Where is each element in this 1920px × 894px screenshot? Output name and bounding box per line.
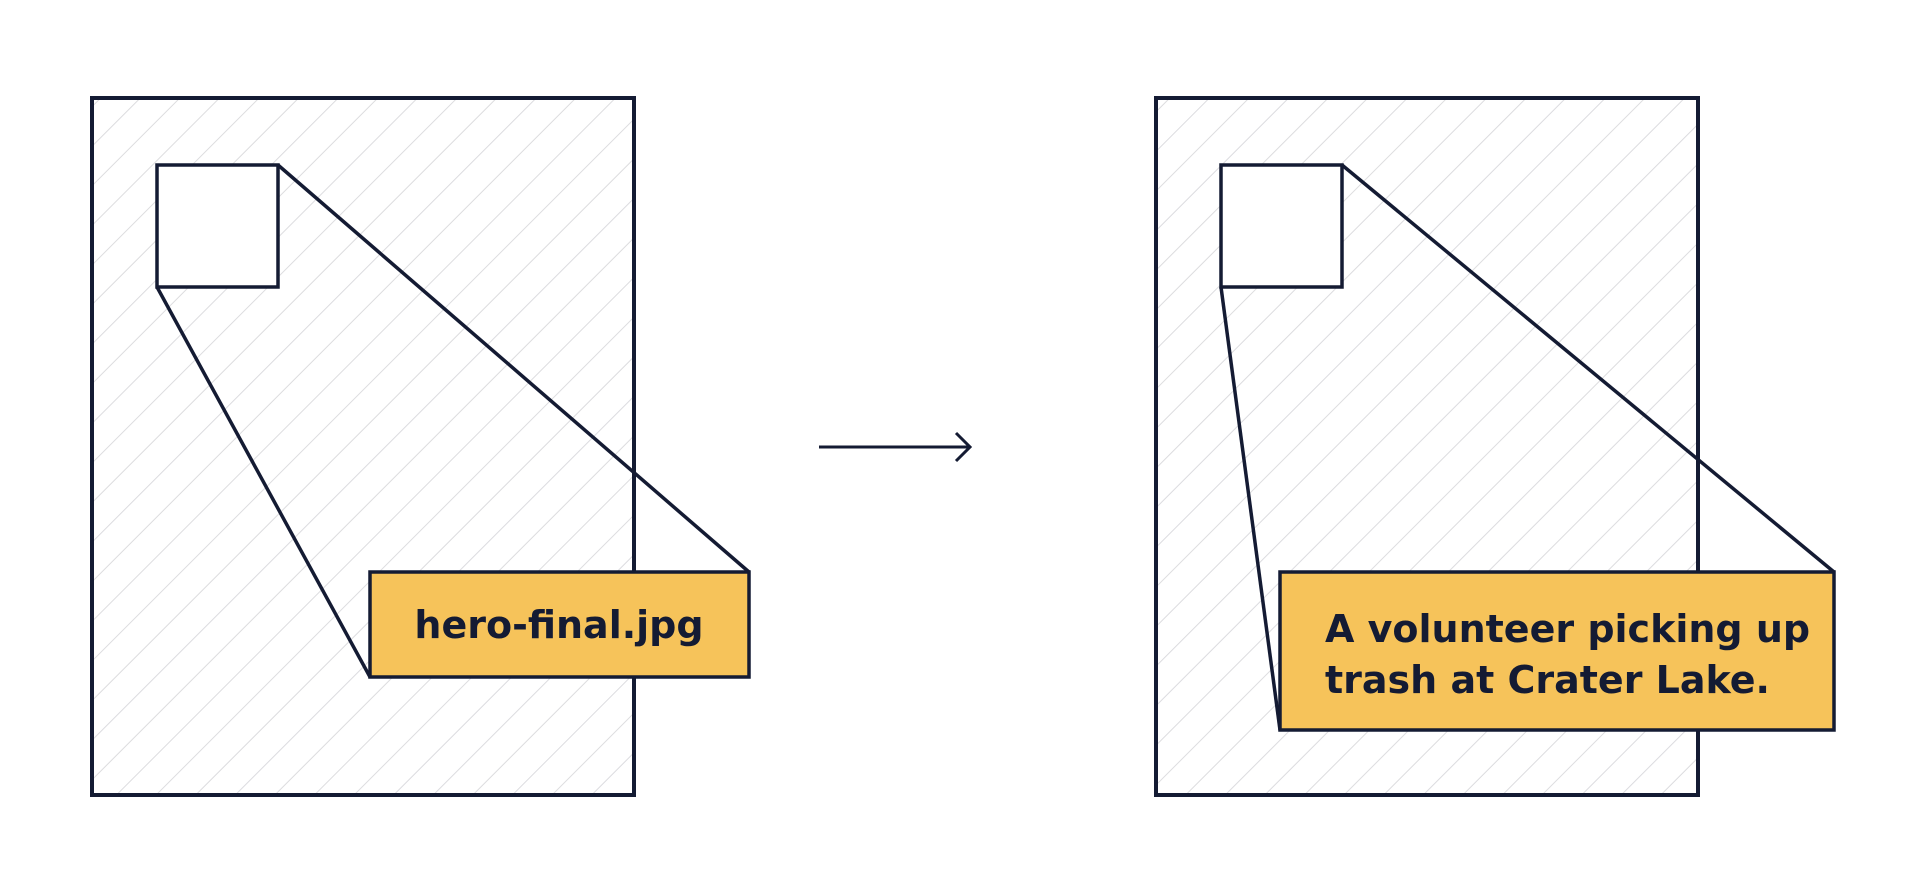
image-placeholder-after: [1219, 163, 1344, 289]
filename-label: hero-final.jpg: [414, 603, 703, 647]
callout-line-bottom: [155, 286, 372, 678]
callout-line-top: [276, 163, 751, 574]
arrow-right-icon: [819, 431, 973, 463]
image-placeholder-before: [155, 163, 280, 289]
callout-line-top: [1340, 163, 1836, 574]
alt-text-line-1: A volunteer picking up: [1325, 607, 1810, 651]
callout-line-bottom: [1219, 286, 1282, 731]
filename-label-box: [368, 570, 751, 679]
alt-text-line-2: trash at Crater Lake.: [1325, 658, 1770, 702]
alt-text-label-box: [1278, 570, 1836, 732]
before-panel: hero-final.jpg: [90, 96, 751, 797]
after-panel: A volunteer picking up trash at Crater L…: [1154, 96, 1836, 797]
